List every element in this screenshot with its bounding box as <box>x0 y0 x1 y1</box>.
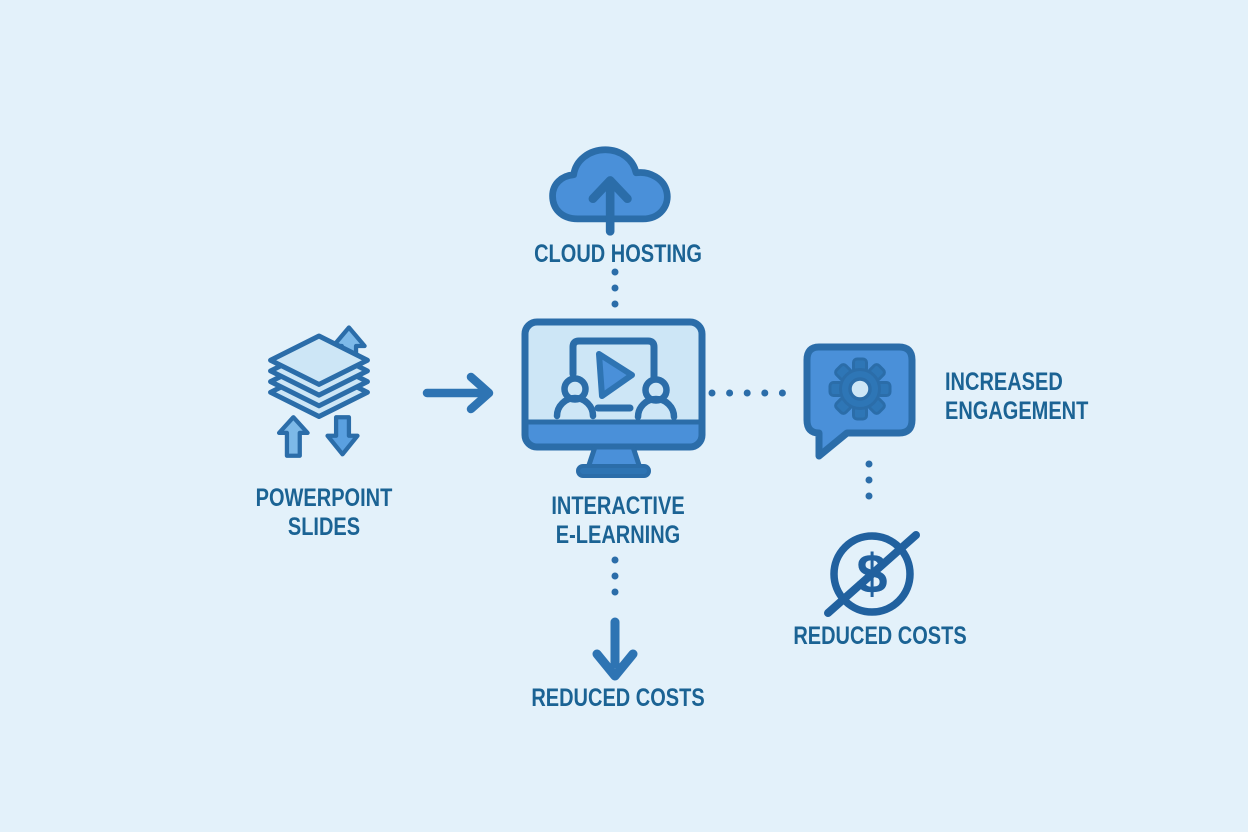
connector-elearning-to-costs-dots <box>611 554 619 614</box>
interactive-elearning-label: INTERACTIVE E-LEARNING <box>551 492 685 549</box>
down-arrow-icon <box>590 617 640 686</box>
connector-elearning-to-engagement <box>706 387 806 399</box>
monitor-video-lesson-icon <box>521 318 706 478</box>
increased-engagement-label: INCREASED ENGAGEMENT <box>945 368 1089 425</box>
powerpoint-slides-label: POWERPOINT SLIDES <box>255 484 393 541</box>
cloud-upload-icon <box>546 144 682 240</box>
gear-icon <box>828 357 892 421</box>
reduced-costs-bottom-label: REDUCED COSTS <box>531 684 705 712</box>
connector-cloud-to-elearning <box>611 266 619 314</box>
reduced-costs-right-label: REDUCED COSTS <box>793 622 967 650</box>
no-dollar-icon: $ <box>822 523 922 623</box>
slides-stack-icon <box>262 325 376 465</box>
cloud-hosting-label: CLOUD HOSTING <box>534 240 702 268</box>
connector-engagement-to-costs <box>865 458 873 518</box>
speech-bubble-gear-icon <box>801 341 919 460</box>
connector-slides-to-elearning-arrow <box>421 372 509 414</box>
